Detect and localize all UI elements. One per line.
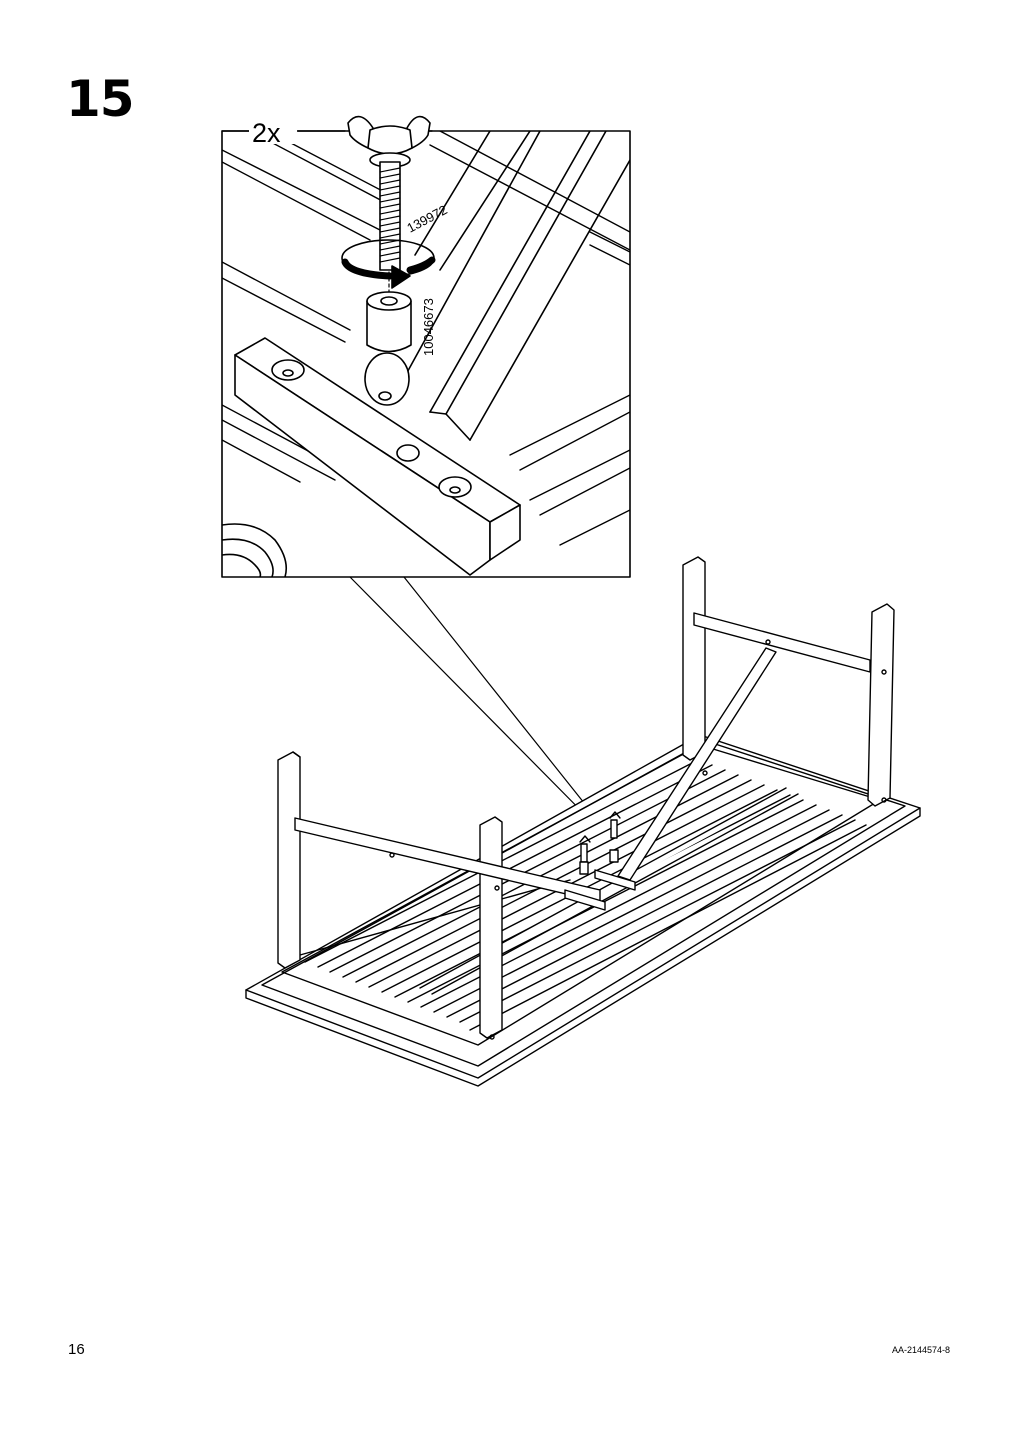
detail-callout: 2x bbox=[221, 114, 631, 839]
screw-fitting bbox=[609, 811, 621, 863]
table-leg bbox=[682, 556, 706, 761]
quantity-label: 2x bbox=[252, 118, 281, 148]
rotation-arrow-icon bbox=[341, 239, 436, 289]
right-crossbar bbox=[693, 612, 871, 673]
brace-hole bbox=[364, 352, 410, 406]
crossbar-block-detail bbox=[234, 337, 521, 576]
table-leg bbox=[277, 751, 301, 969]
part-number-screw: 139972 bbox=[404, 202, 449, 236]
diagonal-brace-detail bbox=[403, 131, 630, 441]
table-leg bbox=[867, 603, 895, 807]
table-upside-down bbox=[245, 556, 921, 1087]
step-number: 15 bbox=[66, 70, 135, 128]
wing-screw-icon bbox=[347, 115, 431, 271]
upper-rail-detail bbox=[414, 131, 531, 271]
table-leg bbox=[479, 816, 503, 1039]
part-number-spacer: 10046673 bbox=[421, 298, 436, 356]
spacer-tube-icon bbox=[366, 291, 412, 353]
document-code: AA-2144574-8 bbox=[891, 1345, 950, 1355]
page-number: 16 bbox=[68, 1341, 85, 1358]
screw-fitting bbox=[579, 835, 591, 875]
table-top-edge bbox=[245, 734, 921, 1079]
